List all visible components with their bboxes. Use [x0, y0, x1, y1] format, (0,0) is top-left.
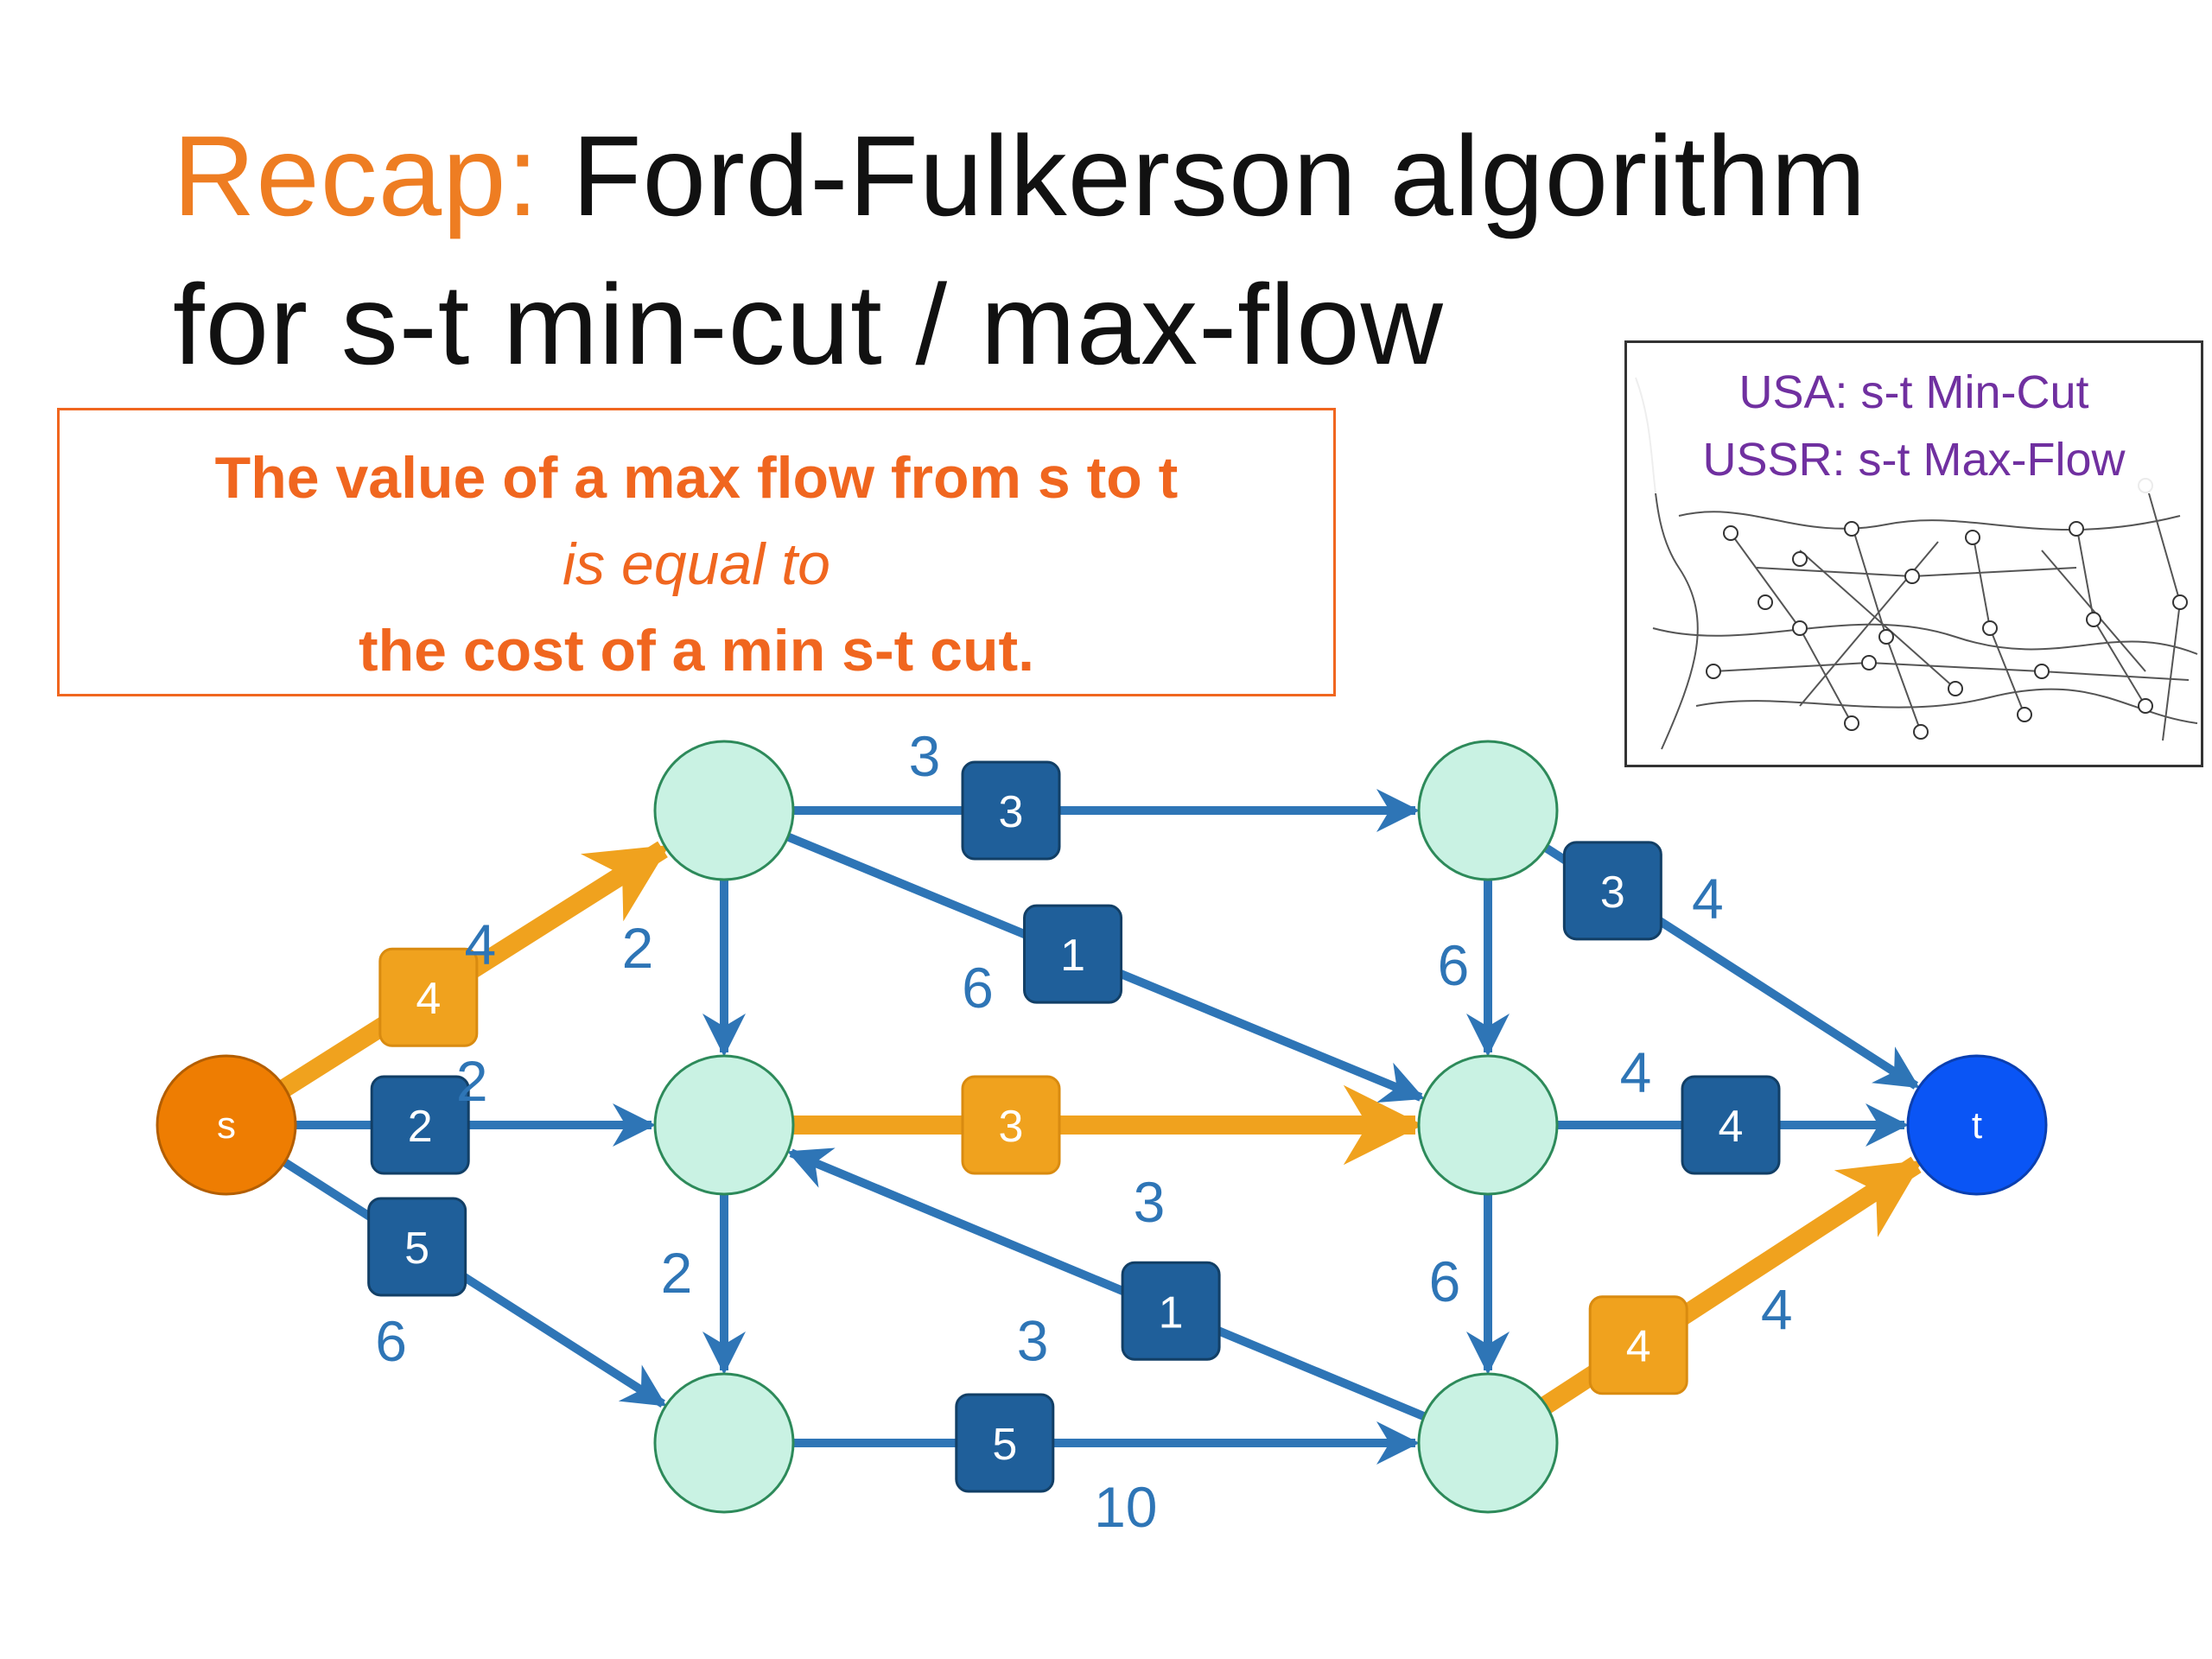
capacity-label-s-c: 6: [375, 1309, 407, 1373]
edge-f-b: [786, 1147, 1427, 1421]
node-f: [1417, 1372, 1559, 1514]
flow-box-a-e: 1: [1023, 904, 1123, 1004]
railway-map-sketch: [1635, 377, 2198, 750]
title-line2: for s-t min-cut / max-flow: [173, 261, 1444, 388]
flow-value-a-e: 1: [1060, 931, 1085, 981]
flow-box-s-a: 4: [378, 947, 479, 1047]
node-label-t: t: [1972, 1104, 1982, 1147]
capacity-label-b-e: 3: [1134, 1170, 1166, 1234]
callout-line1: The value of a max flow from s to t: [214, 445, 1179, 511]
node-c: [653, 1372, 795, 1514]
flow-box-b-e: 3: [961, 1075, 1061, 1175]
flow-value-s-a: 4: [416, 974, 441, 1024]
flow-value-d-t: 3: [1600, 868, 1625, 918]
flow-box-e-t: 4: [1681, 1075, 1781, 1175]
capacity-label-a-b: 2: [622, 916, 654, 980]
flow-box-s-b: 2: [370, 1075, 470, 1175]
capacity-label-e-t: 4: [1620, 1040, 1652, 1104]
node-t: t: [1906, 1054, 2048, 1196]
capacity-label-a-d: 3: [909, 724, 941, 788]
node-d: [1417, 740, 1559, 881]
capacity-label-c-f: 10: [1094, 1475, 1157, 1539]
capacity-label-s-b: 2: [456, 1049, 488, 1113]
flow-box-d-t: 3: [1562, 841, 1662, 941]
flow-value-c-f: 5: [992, 1420, 1017, 1470]
capacity-label-a-e: 6: [962, 956, 994, 1020]
callout-line2: is equal to: [563, 531, 830, 597]
flow-value-s-c: 5: [404, 1224, 429, 1274]
title-line1: Ford-Fulkerson algorithm: [539, 112, 1867, 239]
capacity-label-f-t: 4: [1761, 1278, 1793, 1342]
flow-box-a-d: 3: [961, 760, 1061, 861]
flow-box-f-t: 4: [1588, 1295, 1688, 1395]
title-prefix: Recap:: [173, 112, 540, 239]
flow-value-s-b: 2: [408, 1102, 433, 1152]
flow-value-f-t: 4: [1626, 1322, 1651, 1372]
node-e: [1417, 1054, 1559, 1196]
flow-box-f-b: 1: [1121, 1261, 1221, 1361]
slide-title: Recap: Ford-Fulkerson algorithm for s-t …: [173, 102, 1866, 399]
flow-box-c-f: 5: [955, 1393, 1055, 1493]
capacity-label-d-e: 6: [1438, 933, 1470, 997]
node-label-s: s: [217, 1104, 236, 1147]
callout-line3: the cost of a min s-t cut.: [358, 618, 1035, 683]
theorem-callout: The value of a max flow from s to t is e…: [57, 408, 1336, 696]
map-caption-usa: USA: s-t Min-Cut: [1738, 366, 2089, 418]
flow-box-s-c: 5: [367, 1197, 467, 1297]
flow-value-a-d: 3: [999, 787, 1024, 837]
node-b: [653, 1054, 795, 1196]
capacity-label-f-b: 3: [1017, 1308, 1049, 1372]
historical-map-image: USA: s-t Min-Cut USSR: s-t Max-Flow: [1624, 340, 2203, 767]
map-caption-ussr: USSR: s-t Max-Flow: [1702, 434, 2126, 486]
capacity-label-e-f: 6: [1429, 1249, 1461, 1313]
node-s: s: [156, 1054, 297, 1196]
flow-value-e-t: 4: [1719, 1102, 1744, 1152]
flow-value-b-e: 3: [999, 1102, 1024, 1152]
capacity-label-d-t: 4: [1692, 867, 1724, 931]
capacity-label-b-c: 2: [661, 1241, 693, 1305]
flow-value-f-b: 1: [1159, 1287, 1184, 1338]
map-caption: USA: s-t Min-Cut USSR: s-t Max-Flow: [1627, 359, 2201, 493]
edge-s-c: [282, 1158, 667, 1408]
node-a: [653, 740, 795, 881]
capacity-label-s-a: 4: [464, 912, 496, 976]
